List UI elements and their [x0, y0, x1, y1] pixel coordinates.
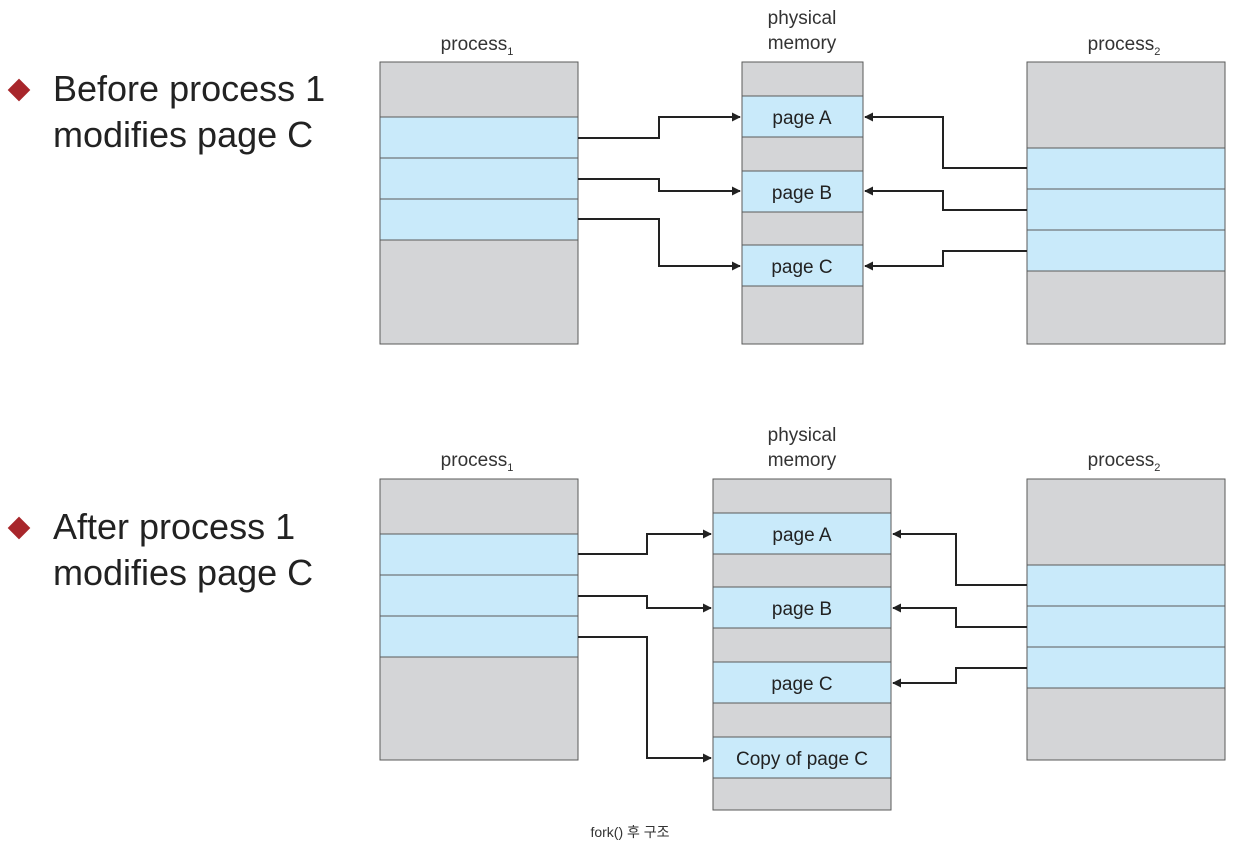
- process1-label: process1: [441, 450, 514, 474]
- bullet-after-line2: modifies page C: [53, 552, 314, 593]
- process1-page-slot: [379, 157, 579, 200]
- physical-memory-label-line1: physical: [768, 8, 837, 29]
- arrow-p1-to-page-b: [578, 178, 741, 196]
- process2-page-slot: [1026, 646, 1226, 689]
- arrow-p2-to-page-b: [892, 603, 1027, 628]
- bullet-before-line1: Before process 1: [53, 68, 326, 109]
- figure-caption: fork() 후 구조: [590, 824, 670, 840]
- frame-copy-of-page-c: [712, 736, 892, 779]
- physical-memory-label-line2: memory: [768, 450, 837, 471]
- arrow-p2-to-page-c: [864, 250, 1027, 271]
- process2-page-slot: [1026, 229, 1226, 272]
- bullet-before-line2: modifies page C: [53, 114, 314, 155]
- copy-of-page-c-label: Copy of page C: [736, 749, 868, 770]
- arrow-p1-to-page-a: [578, 529, 712, 555]
- page-b-label: page B: [772, 599, 832, 620]
- frame-page-b: [712, 586, 892, 629]
- process2-page-slot: [1026, 605, 1226, 648]
- bullet-after: After process 1 modifies page C: [7, 504, 368, 596]
- frame-page-c: [741, 244, 864, 287]
- diagram-before: process1 physical memory page A page B p…: [379, 8, 1226, 345]
- page-a-label: page A: [772, 525, 831, 546]
- process2-page-slot: [1026, 564, 1226, 607]
- frame-page-b: [741, 170, 864, 213]
- arrow-p2-to-page-c: [892, 667, 1027, 688]
- physical-memory: page A page B page C: [741, 61, 864, 345]
- arrow-p1-to-page-c: [578, 218, 741, 271]
- bullet-before: Before process 1 modifies page C: [7, 66, 368, 158]
- physical-memory-label-line2: memory: [768, 33, 837, 54]
- process2-memory: [1026, 61, 1226, 345]
- frame-page-c: [712, 661, 892, 704]
- bullet-before-text: Before process 1 modifies page C: [53, 66, 325, 158]
- process1-memory: [379, 61, 579, 345]
- process1-page-slot: [379, 533, 579, 576]
- diagram-after: process1 physical memory page A page B p…: [379, 425, 1226, 811]
- page-c-label: page C: [771, 257, 832, 278]
- arrow-p1-to-page-a: [578, 112, 741, 139]
- frame-page-a: [741, 95, 864, 138]
- process2-label: process2: [1088, 34, 1161, 58]
- physical-memory: page A page B page C Copy of page C: [712, 478, 892, 811]
- arrow-p1-to-copy-of-page-c: [578, 636, 712, 763]
- process1-page-slot: [379, 198, 579, 241]
- page-b-label: page B: [772, 183, 832, 204]
- page-c-label: page C: [771, 674, 832, 695]
- process2-label: process2: [1088, 450, 1161, 474]
- process2-memory: [1026, 478, 1226, 761]
- process1-label: process1: [441, 34, 514, 58]
- arrow-p2-to-page-b: [864, 186, 1027, 211]
- arrow-p2-to-page-a: [892, 529, 1027, 586]
- arrow-p1-to-page-b: [578, 595, 712, 613]
- process2-page-slot: [1026, 188, 1226, 231]
- process2-page-slot: [1026, 147, 1226, 190]
- arrow-p2-to-page-a: [864, 112, 1027, 169]
- page-a-label: page A: [772, 108, 831, 129]
- process1-page-slot: [379, 574, 579, 617]
- process1-memory: [379, 478, 579, 761]
- process1-page-slot: [379, 615, 579, 658]
- frame-page-a: [712, 512, 892, 555]
- physical-memory-label-line1: physical: [768, 425, 837, 446]
- bullet-after-text: After process 1 modifies page C: [53, 504, 313, 596]
- process1-page-slot: [379, 116, 579, 159]
- bullet-after-line1: After process 1: [53, 506, 296, 547]
